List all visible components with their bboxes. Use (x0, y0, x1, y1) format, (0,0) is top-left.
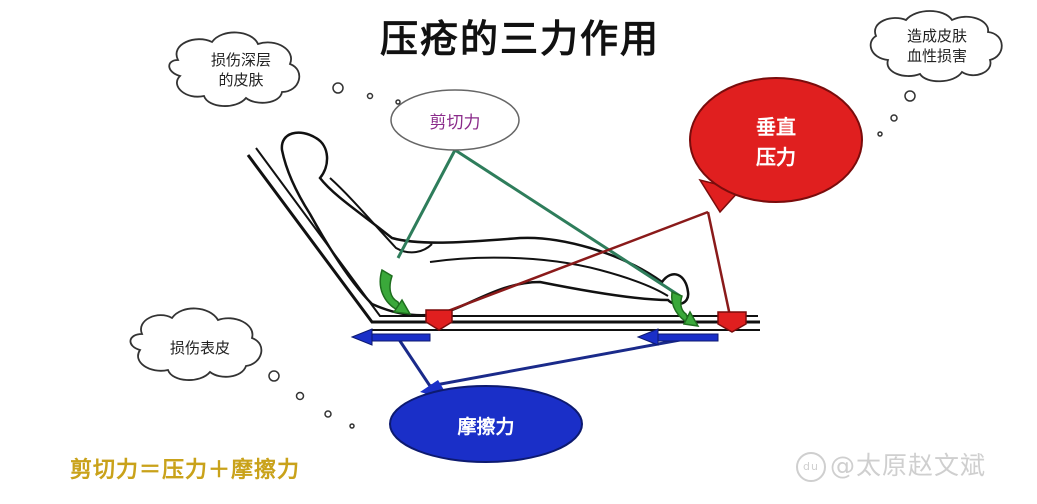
friction-bubble (389, 380, 583, 463)
friction-arrow-icon (350, 328, 719, 346)
watermark-logo-icon: du (796, 452, 826, 482)
cloud-surface-skin (129, 307, 263, 381)
cloud-deep-skin-label: 损伤深层 的皮肤 (196, 50, 286, 90)
shear-force-label: 剪切力 (429, 113, 481, 133)
patient-silhouette (280, 131, 690, 317)
recliner-bed (246, 147, 760, 331)
watermark: du@太原赵文斌 (796, 446, 986, 482)
cloud-vessel-label: 造成皮肤 血性损害 (892, 26, 982, 66)
cloud-vessel (869, 10, 1003, 83)
patient-arm (329, 177, 433, 254)
cloud-deep-skin-line1: 损伤深层 (210, 51, 271, 69)
shear-force-bubble (390, 89, 520, 151)
cloud-surface-skin-label: 损伤表皮 (150, 338, 250, 358)
pressure-marker-icon (425, 309, 747, 333)
cloud-vessel-line2: 血性损害 (906, 47, 967, 65)
vertical-pressure-line2: 压力 (756, 145, 796, 169)
green-arrow-icon (379, 268, 700, 327)
vertical-pressure-lines (439, 210, 732, 317)
patient-upper-leg (429, 256, 669, 297)
cloud-deep-skin-line2: 的皮肤 (218, 71, 264, 89)
friction-label: 摩擦力 (457, 416, 515, 438)
formula-text: 剪切力＝压力＋摩擦力 (70, 458, 301, 483)
vertical-pressure-label: 垂直 压力 (740, 112, 812, 172)
cloud-vessel-line1: 造成皮肤 (906, 27, 967, 45)
friction-lines (396, 337, 681, 388)
shear-force-lines (396, 148, 681, 298)
cloud-surface-skin-line1: 损伤表皮 (169, 339, 230, 357)
vertical-pressure-line1: 垂直 (756, 115, 796, 139)
diagram-title: 压疮的三力作用 (379, 17, 660, 61)
watermark-text: @太原赵文斌 (830, 451, 987, 480)
vertical-pressure-bubble (689, 77, 863, 214)
thought-dots (268, 82, 916, 429)
cloud-deep-skin (168, 31, 301, 107)
